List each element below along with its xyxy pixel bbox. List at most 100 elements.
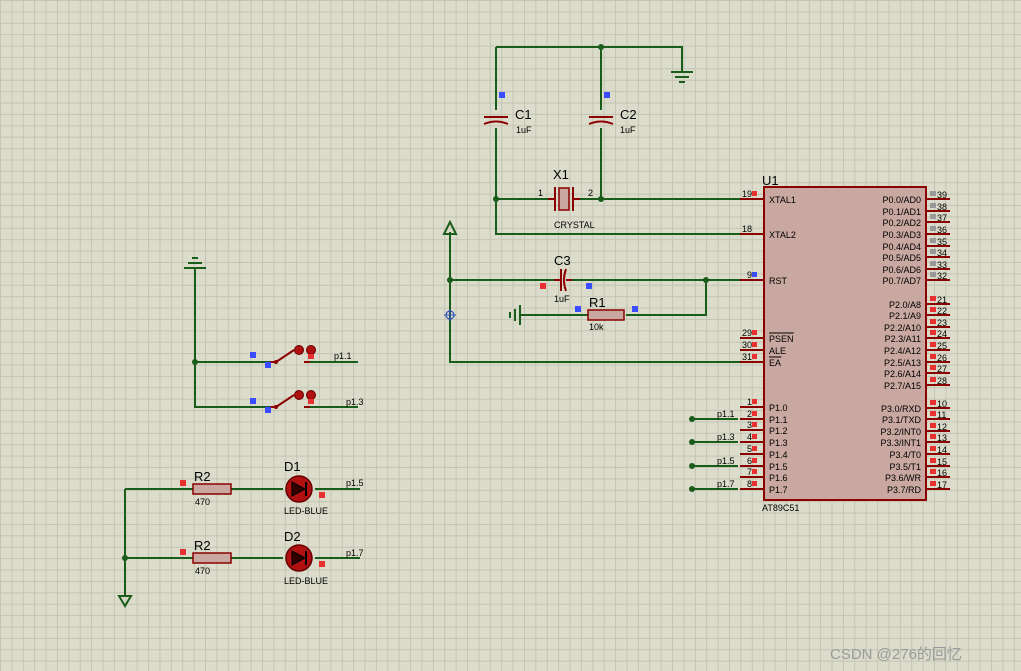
capacitor-c2[interactable]: C2 1uF xyxy=(588,92,637,135)
ground-symbol-reset[interactable] xyxy=(509,305,521,325)
r2b-value: 470 xyxy=(195,566,210,576)
u1-pin-7[interactable]: 7P1.6 xyxy=(740,467,788,483)
u1-pin-name: P2.5/A13 xyxy=(884,358,921,368)
u1-pin-name: P2.4/A12 xyxy=(884,346,921,356)
u1-pin-num: 38 xyxy=(937,202,947,212)
u1-pin-8[interactable]: 8P1.7 xyxy=(740,479,788,495)
u1-pin-5[interactable]: 5P1.4 xyxy=(740,444,788,460)
u1-pin-num: 14 xyxy=(937,445,947,455)
net-label-u1-p11: p1.1 xyxy=(717,409,735,419)
u1-pin-name: P3.1/TXD xyxy=(882,415,922,425)
r1-ref: R1 xyxy=(589,295,606,310)
d1-ref: D1 xyxy=(284,459,301,474)
u1-pin-3[interactable]: 3P1.2 xyxy=(740,420,788,436)
capacitor-c1[interactable]: C1 1uF xyxy=(483,92,532,135)
u1-pin-6[interactable]: 6P1.5 xyxy=(740,456,788,472)
u1-pin-name: P1.6 xyxy=(769,473,788,483)
x1-pin1: 1 xyxy=(538,188,543,198)
capacitor-c3[interactable]: C3 1uF xyxy=(540,253,592,304)
u1-pin-num: 15 xyxy=(937,457,947,467)
u1-pin-num: 10 xyxy=(937,399,947,409)
u1-pin-num: 32 xyxy=(937,271,947,281)
led-d1[interactable]: D1 LED-BLUE p1.5 xyxy=(284,459,364,516)
u1-pin-num: 25 xyxy=(937,341,947,351)
u1-pin-num: 11 xyxy=(937,410,946,420)
r1-value: 10k xyxy=(589,322,604,332)
switch-2[interactable]: p1.3 xyxy=(250,390,364,414)
junctions xyxy=(122,44,709,561)
r2b-ref: R2 xyxy=(194,538,211,553)
ground-arrow-led[interactable] xyxy=(117,595,133,608)
resistor-r1[interactable]: R1 10k xyxy=(575,295,638,332)
u1-pin-name: P3.5/T1 xyxy=(889,462,921,472)
watermark: CSDN @276的回忆 xyxy=(830,646,962,663)
u1-pin-num: 21 xyxy=(937,295,947,305)
u1-pin-2[interactable]: 2P1.1 xyxy=(740,409,788,425)
u1-pin-num: 3 xyxy=(747,420,752,430)
u1-pin-num: 34 xyxy=(937,248,947,258)
ground-symbol-switch[interactable] xyxy=(184,257,206,269)
c1-ref: C1 xyxy=(515,107,532,122)
u1-pin-name: P0.1/AD1 xyxy=(882,207,921,217)
c2-value: 1uF xyxy=(620,125,636,135)
u1-right-pins: 39P0.0/AD038P0.1/AD137P0.2/AD236P0.3/AD3… xyxy=(880,190,950,495)
probe-marker[interactable] xyxy=(444,309,456,321)
ground-symbol-top[interactable] xyxy=(671,71,693,83)
u1-pin-num: 31 xyxy=(742,352,752,362)
switch-1[interactable]: p1.1 xyxy=(250,345,352,369)
resistor-r2-bottom[interactable]: R2 470 xyxy=(180,538,232,576)
u1-pin-name: XTAL1 xyxy=(769,195,796,205)
u1-pin-name: P3.3/INT1 xyxy=(880,438,921,448)
u1-pin-name: P0.6/AD6 xyxy=(882,265,921,275)
wires xyxy=(124,46,748,596)
led-d2[interactable]: D2 LED-BLUE p1.7 xyxy=(284,529,364,586)
u1-pin-num: 33 xyxy=(937,260,947,270)
microcontroller-u1[interactable]: U1 AT89C51 19XTAL118XTAL29RST29PSEN30ALE… xyxy=(740,173,950,513)
crystal-x1[interactable]: X1 1 2 CRYSTAL xyxy=(538,167,595,230)
u1-pin-name: P0.4/AD4 xyxy=(882,242,921,252)
resistor-r2-top[interactable]: R2 470 xyxy=(180,469,232,507)
power-arrow-reset[interactable] xyxy=(442,219,458,235)
u1-pin-num: 5 xyxy=(747,444,752,454)
net-label-u1-p15: p1.5 xyxy=(717,456,735,466)
u1-pin-1[interactable]: 1P1.0 xyxy=(740,397,788,413)
u1-pin-name: ALE xyxy=(769,346,786,356)
u1-pin-num: 16 xyxy=(937,468,947,478)
u1-pin-name: P1.7 xyxy=(769,485,788,495)
x1-pin2: 2 xyxy=(588,188,593,198)
r2a-value: 470 xyxy=(195,497,210,507)
u1-pin-num: 30 xyxy=(742,340,752,350)
u1-pin-4[interactable]: 4P1.3 xyxy=(740,432,788,448)
